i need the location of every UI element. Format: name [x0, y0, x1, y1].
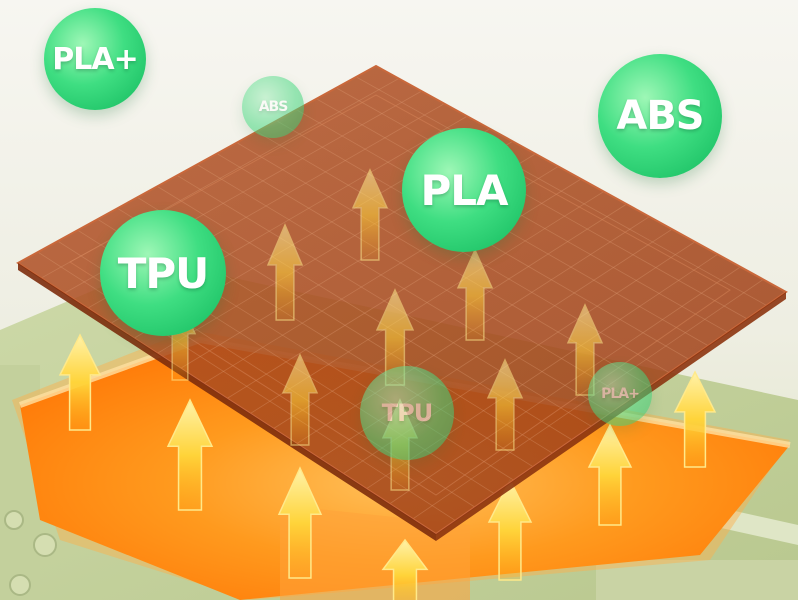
material-bubble-pla-plus: PLA+ [44, 8, 146, 110]
heat-up-arrow-icon [673, 370, 717, 468]
heat-up-arrow-icon [566, 303, 604, 396]
heat-up-arrow-icon [58, 333, 102, 431]
heat-up-arrow-icon [381, 538, 429, 600]
base-screw [9, 574, 31, 596]
heat-up-arrow-icon [456, 248, 494, 341]
base-screw [4, 510, 24, 530]
heat-up-arrow-icon [166, 398, 214, 511]
heat-up-arrow-icon [587, 423, 633, 526]
material-bubble-abs: ABS [598, 54, 722, 178]
material-bubble-abs-small: ABS [242, 76, 304, 138]
heat-up-arrow-icon [487, 478, 533, 581]
heat-up-arrow-icon [486, 358, 524, 451]
base-screw [33, 533, 57, 557]
heat-up-arrow-icon [351, 168, 389, 261]
heat-arrows-under [58, 333, 717, 600]
material-bubble-tpu-small: TPU [360, 366, 454, 460]
material-bubble-tpu: TPU [100, 210, 226, 336]
material-bubble-pla: PLA [402, 128, 526, 252]
material-bubble-pla-plus-small: PLA+ [588, 362, 652, 426]
heat-up-arrow-icon [266, 223, 304, 321]
heat-arrows-through-sheet [163, 168, 604, 491]
heat-up-arrow-icon [277, 466, 323, 579]
heat-up-arrow-icon [281, 353, 319, 446]
